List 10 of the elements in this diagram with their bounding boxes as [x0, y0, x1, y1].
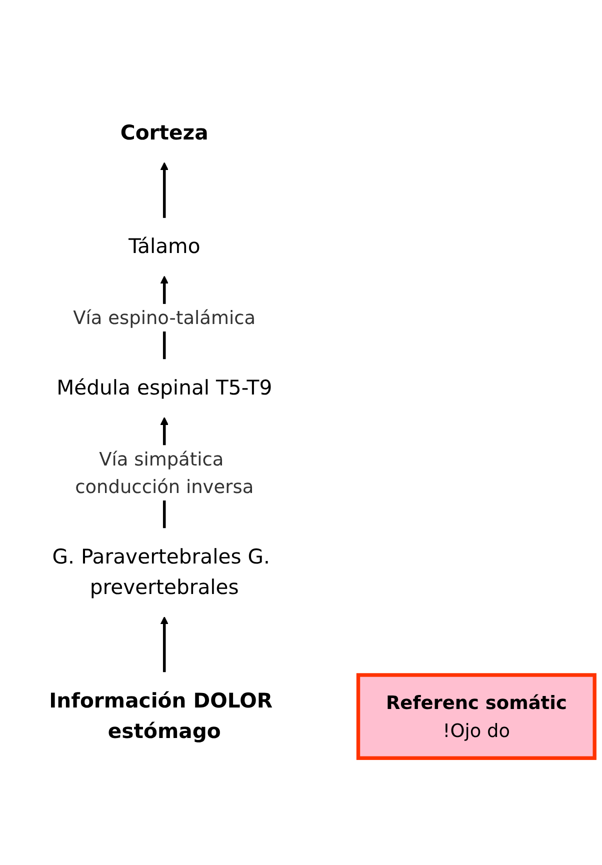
node-text: Tálamo — [128, 235, 200, 258]
node-box: Referenc somátic !Ojo do — [356, 673, 596, 760]
node-text: G. Paravertebrales G. prevertebrales — [52, 546, 270, 600]
node-text: Corteza — [120, 122, 208, 145]
node-text: Información DOLOR estómago — [49, 690, 273, 744]
node-text: Médula espinal T5-T9 — [56, 376, 272, 400]
arrow — [160, 616, 168, 672]
edge-label: Vía simpática conducción inversa — [75, 448, 254, 498]
arrow — [160, 162, 168, 218]
edge-label: Vía espino-talámica — [73, 306, 256, 329]
